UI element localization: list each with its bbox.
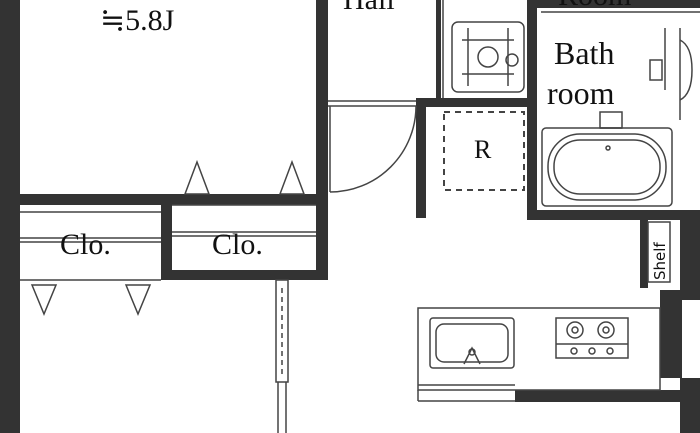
bathroom-label-line1: Bath — [554, 35, 614, 71]
wall-top-strip — [527, 0, 700, 8]
room-size-label: ≒5.8J — [100, 4, 175, 37]
wall-r-left — [416, 98, 426, 218]
wall-closet-divider — [161, 194, 172, 280]
washing-machine-pan — [451, 21, 525, 93]
wall-bath-bottom — [527, 210, 700, 220]
shelf-box — [647, 221, 671, 283]
wall-bath-left — [527, 0, 537, 218]
wall-closet-bottom — [161, 270, 328, 280]
refrigerator-space — [443, 111, 525, 191]
wall-room-right — [316, 0, 328, 205]
thin-lines — [20, 0, 700, 402]
wall-right-exterior-3 — [660, 290, 682, 378]
bathroom-label-line2: room — [547, 75, 615, 111]
hall-label: Hall — [343, 0, 395, 16]
wall-right-exterior-1 — [680, 218, 700, 298]
closet-right-label: Clo. — [212, 228, 263, 261]
gas-stove — [555, 317, 629, 359]
wall-closet-top — [20, 194, 328, 205]
sliding-door — [275, 279, 289, 433]
room-label-top: Room — [558, 0, 631, 12]
wall-hall-left — [436, 0, 441, 98]
entry-door — [329, 105, 417, 193]
wall-left-exterior — [0, 0, 20, 433]
wall-kitchen-bottom — [515, 390, 700, 402]
bath-fixtures — [649, 28, 693, 120]
bathtub — [541, 111, 673, 207]
shelf-label: Shelf — [651, 242, 669, 280]
wall-r-top — [416, 98, 537, 107]
wall-shelf-left — [640, 218, 648, 288]
closet-left-label: Clo. — [60, 228, 111, 261]
kitchen-sink — [429, 317, 515, 369]
wall-closet-right — [316, 194, 328, 280]
refrigerator-label: R — [474, 135, 492, 164]
wall-right-exterior-4 — [680, 378, 700, 433]
closet-door-markers — [30, 159, 306, 316]
